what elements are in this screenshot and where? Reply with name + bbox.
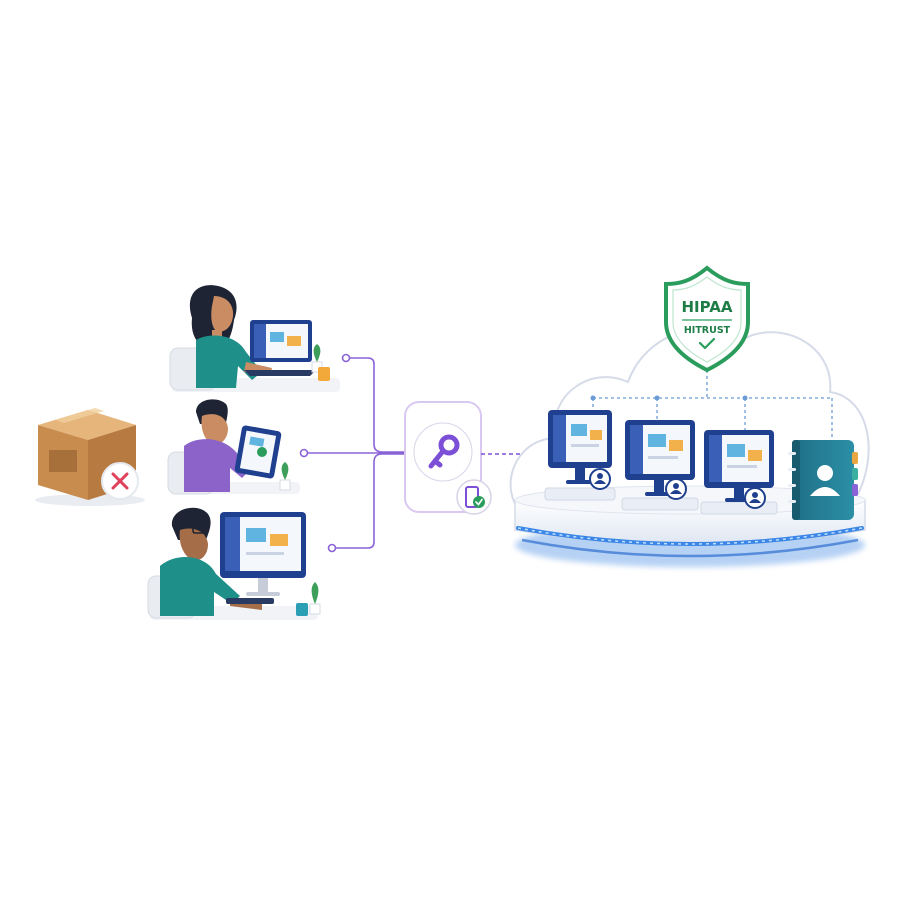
cloud-environment: HIPAA HITRUST [509, 265, 870, 567]
mfa-phone-badge [456, 479, 492, 515]
remote-user-desktop [147, 507, 321, 620]
hipaa-label: HIPAA [682, 298, 733, 316]
key-icon [428, 434, 460, 469]
user-connection-lines [299, 353, 412, 553]
user-icon [670, 483, 682, 494]
cloud-workstation-3 [700, 430, 778, 515]
check-icon [473, 496, 485, 508]
platform-glow [516, 526, 864, 546]
user-directory-book [788, 440, 858, 520]
shield-distribution-lines [590, 370, 833, 440]
hitrust-label: HITRUST [684, 325, 731, 336]
user-icon [594, 473, 606, 484]
user-icon [749, 492, 761, 503]
cloud-workstation-2 [621, 420, 699, 511]
compliance-shield: HIPAA HITRUST [664, 265, 750, 373]
close-icon [111, 472, 129, 490]
user-icon [810, 465, 840, 496]
cloud-workstation-1 [544, 410, 616, 501]
rejected-hardware-box [35, 408, 145, 506]
remote-user-tablet [167, 399, 300, 495]
secure-gateway [404, 401, 492, 515]
rejected-badge [101, 462, 139, 500]
check-icon [698, 337, 716, 350]
remote-user-laptop [169, 285, 340, 392]
